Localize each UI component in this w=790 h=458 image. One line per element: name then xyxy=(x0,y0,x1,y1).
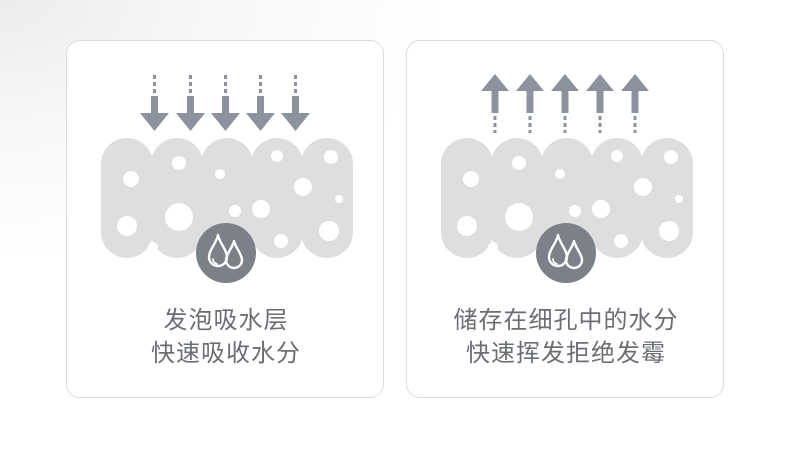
arrow-up-icon xyxy=(481,74,509,133)
absorb-caption: 发泡吸水层 快速吸收水分 xyxy=(67,304,385,370)
arrow-down-icon xyxy=(211,75,240,131)
arrow-down-icon xyxy=(246,75,275,131)
arrows-down-group xyxy=(140,75,310,131)
caption-line-2: 快速挥发拒绝发霉 xyxy=(466,339,666,367)
card-evaporate: 储存在细孔中的水分 快速挥发拒绝发霉 xyxy=(406,40,724,398)
evaporate-caption: 储存在细孔中的水分 快速挥发拒绝发霉 xyxy=(407,304,725,370)
caption-line-2: 快速吸收水分 xyxy=(151,339,301,367)
card-absorb: 发泡吸水层 快速吸收水分 xyxy=(66,40,384,398)
arrows-up-group xyxy=(481,74,649,133)
arrow-up-icon xyxy=(586,74,614,133)
caption-line-1: 储存在细孔中的水分 xyxy=(453,306,679,334)
arrow-up-icon xyxy=(621,74,649,133)
absorb-illustration xyxy=(101,75,353,283)
foam-pores xyxy=(117,150,343,252)
arrow-down-icon xyxy=(281,75,310,131)
arrow-down-icon xyxy=(176,75,205,131)
water-drops-icon xyxy=(196,223,256,283)
arrow-up-icon xyxy=(516,74,544,133)
arrow-down-icon xyxy=(140,75,169,131)
arrow-up-icon xyxy=(551,74,579,133)
evaporate-illustration xyxy=(441,74,693,283)
water-drops-icon xyxy=(536,223,596,283)
foam-pores xyxy=(457,150,683,252)
caption-line-1: 发泡吸水层 xyxy=(163,306,289,334)
